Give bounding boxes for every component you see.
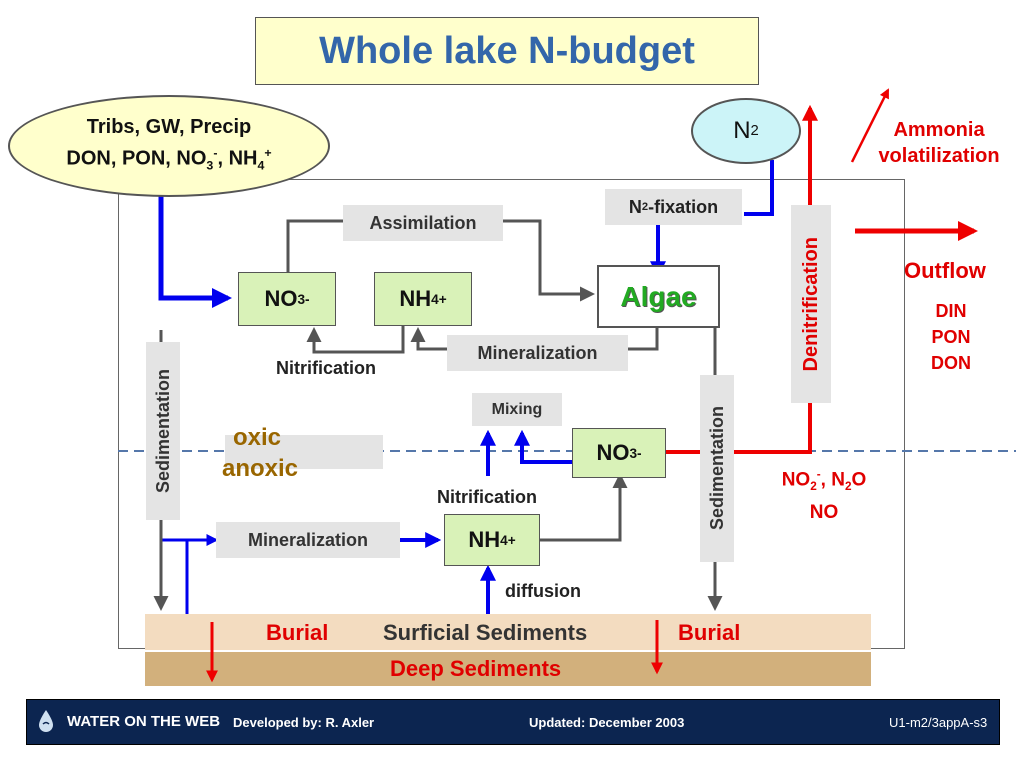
nitrification-upper-label: Nitrification — [276, 358, 377, 378]
mineralization-upper-arrow — [410, 327, 447, 351]
outflow-item: DIN — [935, 301, 967, 321]
footer-logo: WATER ON THE WEB — [67, 713, 221, 730]
burial-label-left: Burial — [266, 620, 329, 645]
sedimentation-left-label: Sedimentation — [146, 342, 180, 520]
assimilation-line-left — [286, 219, 343, 272]
denitrification-label: Denitrification — [791, 205, 831, 403]
algae-box: Algae — [597, 265, 720, 328]
footer-developed: Developed by: R. Axler — [233, 715, 375, 730]
assimilation-line-right — [503, 219, 595, 302]
nitrification-lower-arrow — [538, 473, 628, 542]
nitrification-upper-arrow — [306, 325, 405, 354]
mixing-label: Mixing — [472, 393, 562, 426]
water-drop-icon — [39, 710, 53, 732]
oxic-label: oxic — [233, 424, 282, 451]
footer-code: U1-m2/3appA-s3 — [889, 715, 988, 730]
outflow-item: PON — [931, 327, 971, 347]
footer-bar: WATER ON THE WEB Developed by: R. Axler … — [26, 699, 1000, 745]
outflow-label: Outflow — [904, 258, 986, 283]
input-arrow — [158, 190, 232, 308]
n2-fixation-line — [744, 160, 774, 216]
sedimentation-right-label: Sedimentation — [700, 375, 734, 562]
surficial-sediments-label: Surficial Sediments — [383, 620, 588, 645]
ammonia-volatilization-label: Ammonia volatilization — [878, 119, 1000, 167]
mixing-arrow-right — [514, 429, 572, 464]
denitrification-products: NO2-, N2O NO — [781, 468, 867, 524]
deep-sediments-band — [145, 652, 871, 686]
sediment-to-mineralization — [185, 534, 219, 614]
page-title: Whole lake N-budget — [255, 17, 759, 85]
diffusion-label: diffusion — [505, 581, 581, 601]
mineralization-lower-label: Mineralization — [216, 522, 400, 558]
anoxic-label: anoxic — [222, 455, 299, 482]
inputs-line-2: DON, PON, NO3-, NH4+ — [66, 145, 272, 173]
ammonia-volatilization-arrow — [850, 88, 890, 163]
mineralization-upper-label: Mineralization — [447, 335, 628, 371]
deep-sediments-label: Deep Sediments — [390, 656, 562, 681]
outflow-item: DON — [931, 353, 971, 373]
surficial-sediments-band — [145, 614, 871, 650]
nitrification-lower-label: Nitrification — [437, 487, 538, 507]
outflow-items: DIN PON DON — [918, 298, 984, 376]
assimilation-label: Assimilation — [343, 205, 503, 241]
burial-label-right: Burial — [678, 620, 741, 645]
inputs-ellipse: Tribs, GW, Precip DON, PON, NO3-, NH4+ — [8, 95, 330, 197]
oxic-anoxic-box — [225, 435, 383, 469]
footer-updated: Updated: December 2003 — [529, 715, 685, 730]
inputs-line-1: Tribs, GW, Precip — [86, 115, 252, 138]
